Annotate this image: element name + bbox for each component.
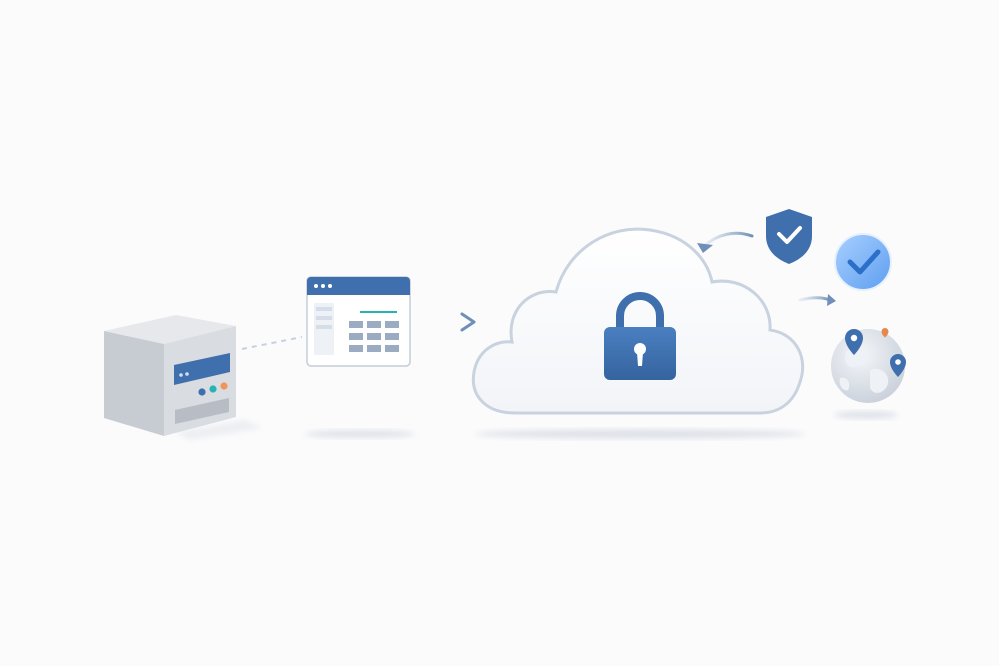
server-display xyxy=(174,353,230,385)
window-grid xyxy=(349,321,399,352)
server-drive-bay xyxy=(175,398,229,424)
map-pin-icon xyxy=(845,329,863,355)
window-titlebar xyxy=(307,277,410,295)
map-pin-icon xyxy=(881,328,889,338)
dashed-connector xyxy=(241,336,303,350)
arrow-to-cloud-icon xyxy=(413,312,476,332)
arrow-to-globe-icon xyxy=(798,294,836,306)
shield-check-icon xyxy=(766,209,812,264)
server-icon xyxy=(104,315,236,436)
curved-arrow-to-shield-icon xyxy=(697,231,754,253)
window-shadow xyxy=(305,430,415,438)
cloud-shadow xyxy=(475,429,805,439)
padlock-icon xyxy=(604,292,676,380)
server-light-orange xyxy=(220,382,228,390)
browser-window-icon xyxy=(306,276,411,367)
check-circle-icon xyxy=(834,233,892,291)
server-light-blue xyxy=(198,388,206,396)
map-pin-icon xyxy=(890,354,906,377)
globe-shadow xyxy=(834,411,898,419)
server-light-teal xyxy=(209,385,217,393)
server-shadow xyxy=(175,420,262,440)
cloud-icon xyxy=(471,227,805,415)
